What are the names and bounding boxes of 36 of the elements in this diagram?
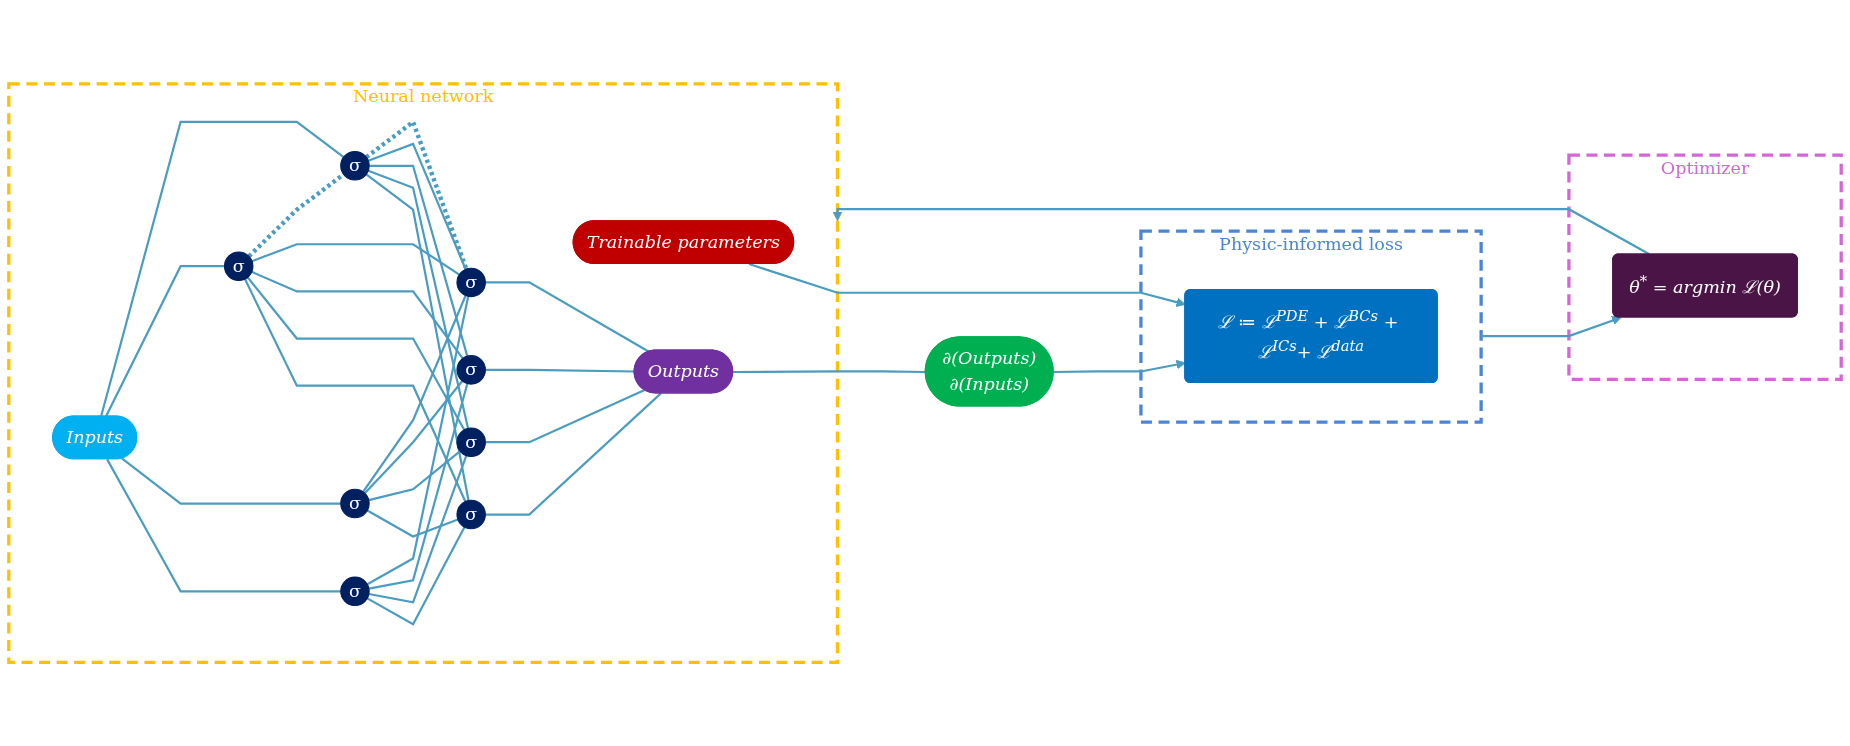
connector	[247, 172, 345, 258]
connector	[100, 120, 345, 417]
connector	[485, 281, 650, 353]
connector	[485, 392, 662, 516]
connector	[363, 380, 464, 494]
node-circle: σ	[456, 499, 486, 530]
connector	[366, 509, 459, 538]
connector	[368, 455, 468, 604]
connector	[251, 243, 460, 276]
arrow	[1481, 315, 1622, 338]
connector	[366, 296, 470, 586]
connector	[121, 457, 341, 505]
connector	[106, 458, 341, 593]
connector	[367, 142, 467, 270]
connector	[362, 295, 467, 493]
node-circle: σ	[456, 355, 486, 385]
arrow	[832, 208, 1650, 255]
node-circle: σ	[340, 488, 370, 519]
node-circle: σ	[340, 576, 370, 606]
connector	[251, 270, 464, 359]
connector	[367, 169, 470, 429]
connector	[733, 370, 926, 373]
connector	[368, 383, 469, 590]
node-circle: σ	[456, 267, 486, 298]
connector	[369, 164, 469, 357]
connector	[368, 450, 461, 502]
connector	[105, 265, 225, 417]
node-circle: σ	[456, 427, 486, 457]
node-circle: σ	[223, 251, 254, 281]
connector	[365, 173, 470, 501]
connector	[246, 276, 466, 431]
connector	[243, 278, 467, 502]
node-circle: σ	[340, 150, 370, 181]
connector	[485, 388, 646, 444]
connector	[485, 368, 635, 373]
connector	[366, 526, 466, 626]
